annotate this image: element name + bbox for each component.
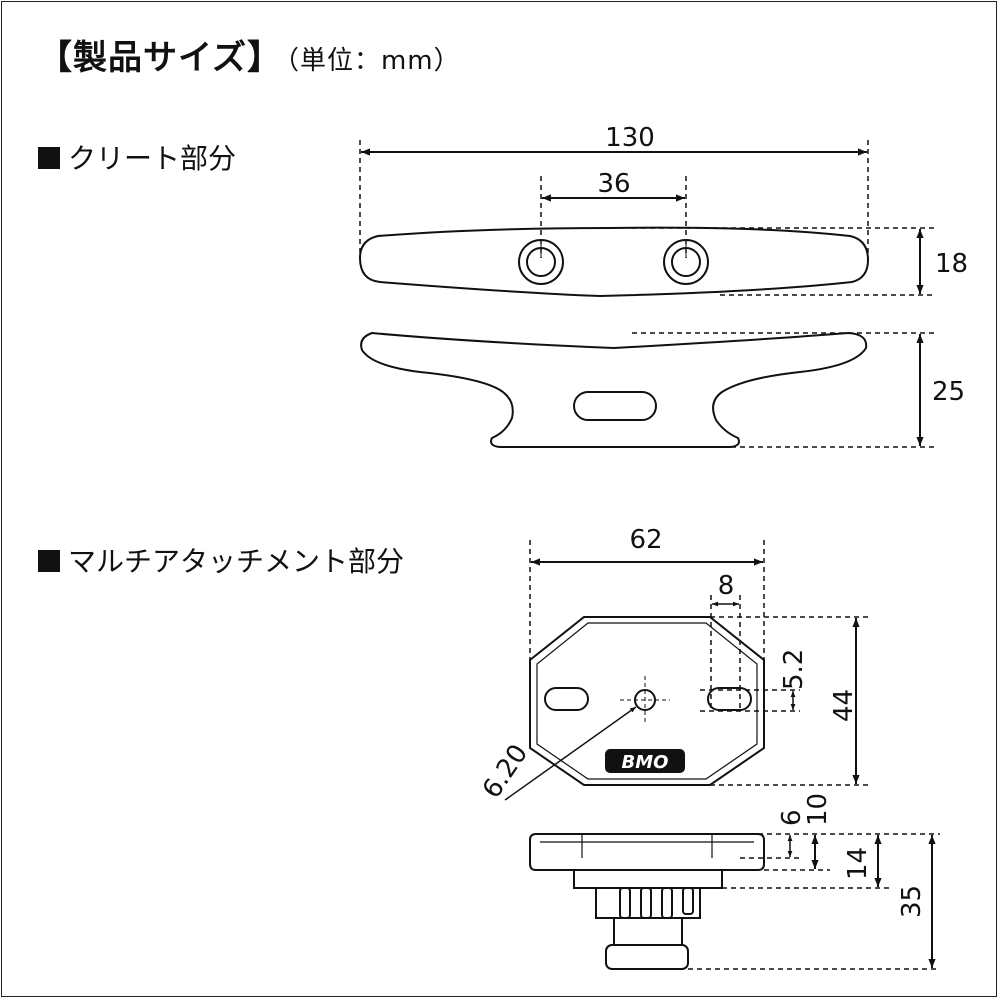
cleat-side-view: [360, 331, 868, 448]
square-bullet-icon: [38, 147, 60, 169]
multi-side-plate: [529, 833, 765, 871]
section-label-cleat: クリート部分: [68, 142, 237, 175]
bmo-logo-text: BMO: [622, 752, 669, 773]
multi-side-view: [529, 833, 765, 970]
multi-side-dimensions: [688, 833, 940, 970]
cleat-side-slot: [573, 391, 657, 421]
dim-label-6: 6: [777, 809, 807, 826]
cleat-top-outline: [358, 226, 870, 298]
multi-side-foot: [613, 917, 683, 946]
bmo-logo-badge: [605, 749, 685, 773]
dim-label-25: 25: [932, 377, 965, 407]
dim-label-44: 44: [829, 689, 859, 722]
dim-label-130: 130: [605, 123, 655, 153]
dim-label-10: 10: [803, 793, 833, 826]
multi-side-collar: [573, 869, 723, 889]
multi-slot-left: [544, 687, 589, 711]
dim-label-14: 14: [843, 847, 873, 880]
cleat-side-outline: [360, 331, 868, 448]
dim-label-35: 35: [897, 885, 927, 918]
dim-leader-6-20: [504, 706, 637, 801]
cleat-dimensions: [359, 140, 935, 448]
multi-top-outline-inner: [536, 622, 758, 780]
square-bullet-icon: [38, 550, 60, 572]
dim-label-5-2: 5.2: [779, 649, 809, 690]
section-heading-multi-attachment: マルチアタッチメント部分: [38, 540, 404, 580]
title-main: 【製品サイズ】: [38, 38, 282, 78]
dim-label-8: 8: [718, 571, 735, 601]
dim-label-62: 62: [629, 525, 662, 555]
cleat-top-view: [358, 226, 870, 298]
dim-label-6-20: 6.20: [477, 739, 534, 804]
dim-label-18: 18: [935, 249, 968, 279]
multi-slot-right: [707, 687, 752, 711]
multi-side-base: [605, 944, 689, 970]
dim-label-36: 36: [597, 169, 630, 199]
multi-top-dimensions: [504, 540, 870, 801]
section-heading-cleat: クリート部分: [38, 137, 236, 177]
section-label-multi: マルチアタッチメント部分: [68, 545, 405, 578]
page-title: 【製品サイズ】（単位：mm）: [38, 30, 461, 79]
title-unit: （単位：mm）: [285, 46, 461, 76]
